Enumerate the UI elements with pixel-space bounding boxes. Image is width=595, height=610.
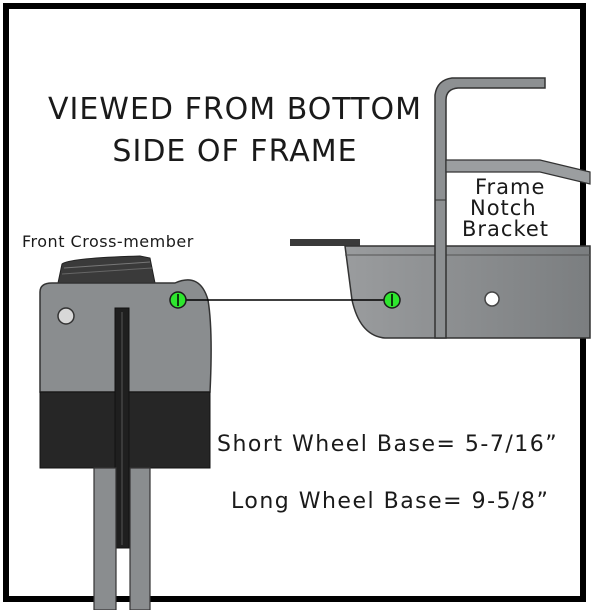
view-title-line2: SIDE OF FRAME xyxy=(112,134,358,169)
frame-rail-hole xyxy=(484,291,500,307)
front-cross-member xyxy=(39,279,212,610)
view-title-line1: VIEWED FROM BOTTOM xyxy=(47,92,422,127)
cross-member-top xyxy=(57,255,156,284)
long-wheel-base-text: Long Wheel Base= 9-5/8” xyxy=(231,489,550,514)
hole-to-hole-measurement xyxy=(169,291,401,309)
cross-member-hole xyxy=(57,307,75,325)
cross-member-label: Front Cross-member xyxy=(22,232,194,251)
frame-notch-bracket xyxy=(434,77,591,339)
frame-rail xyxy=(290,239,591,339)
bracket-label-line2: Notch xyxy=(470,196,537,220)
bracket-label-line3: Bracket xyxy=(462,217,550,241)
short-wheel-base-text: Short Wheel Base= 5-7/16” xyxy=(217,432,559,457)
bracket-label-line1: Frame xyxy=(475,175,546,199)
